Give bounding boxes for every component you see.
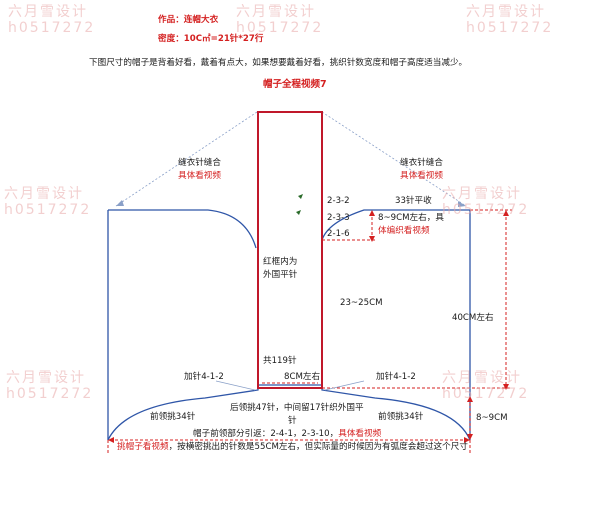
red-frame-label-2: 外国平针 [263, 270, 298, 280]
left-panel-top [108, 209, 257, 249]
increase-right-label: 加针4-1-2 [376, 372, 416, 382]
decrease-step-1: 2-3-2 [327, 196, 350, 206]
width-range-label: 23~25CM [340, 298, 383, 308]
front-neck-left-label: 前领挑34针 [150, 412, 196, 422]
decrease-step-3: 2-1-6 [327, 229, 350, 239]
neck-height-label: 8~9CM [476, 413, 508, 423]
armhole-video-label: 体编织看视频 [378, 226, 430, 236]
guide-line-right [321, 111, 467, 207]
seam-left-label: 缝衣针缝合 [178, 158, 221, 168]
front-neck-right-label: 前领挑34针 [378, 412, 424, 422]
bottom-note: 挑帽子看视频，按横密挑出的针数是55CM左右，但实际量的时候因为有弧度会超过这个… [117, 442, 468, 452]
armhole-size-label: 8~9CM左右，具 [378, 213, 444, 223]
marker-1 [298, 194, 303, 199]
guide-line-left [115, 111, 258, 207]
guide-arrow-left [116, 200, 124, 206]
video-title: 帽子全程视频7 [263, 79, 327, 90]
seam-right-label: 缝衣针缝合 [400, 158, 443, 168]
decrease-step-2: 2-3-3 [327, 213, 350, 223]
description-text: 下图尺寸的帽子是背着好看，戴着有点大，如果想要戴着好看，挑织针数宽度和帽子高度适… [89, 58, 468, 68]
work-label: 作品：连帽大衣 [158, 15, 219, 25]
bind-off-label: 33针平收 [395, 196, 432, 206]
marker-2 [296, 210, 301, 215]
front-rows-note: 帽子前领部分引返：2-4-1，2-3-10，具体看视频 [193, 429, 382, 439]
right-panel-top [321, 209, 470, 241]
center-red-frame [257, 111, 323, 389]
seam-left-video: 具体看视频 [178, 171, 221, 181]
neckline-curve [107, 384, 471, 441]
guide-arrow-right [458, 201, 466, 207]
center-width-label: 8CM左右 [284, 372, 321, 382]
back-neck-label-1: 后领挑47针，中间留17针织外国平 [230, 403, 364, 413]
stitch-total-label: 共119针 [263, 356, 297, 366]
increase-left-label: 加针4-1-2 [184, 372, 224, 382]
back-neck-label-2: 针 [288, 416, 297, 426]
height-total-label: 40CM左右 [452, 313, 494, 323]
red-frame-label-1: 红框内为 [263, 257, 298, 267]
seam-right-video: 具体看视频 [400, 171, 443, 181]
gauge-label: 密度：10C㎡=21针*27行 [158, 34, 264, 44]
